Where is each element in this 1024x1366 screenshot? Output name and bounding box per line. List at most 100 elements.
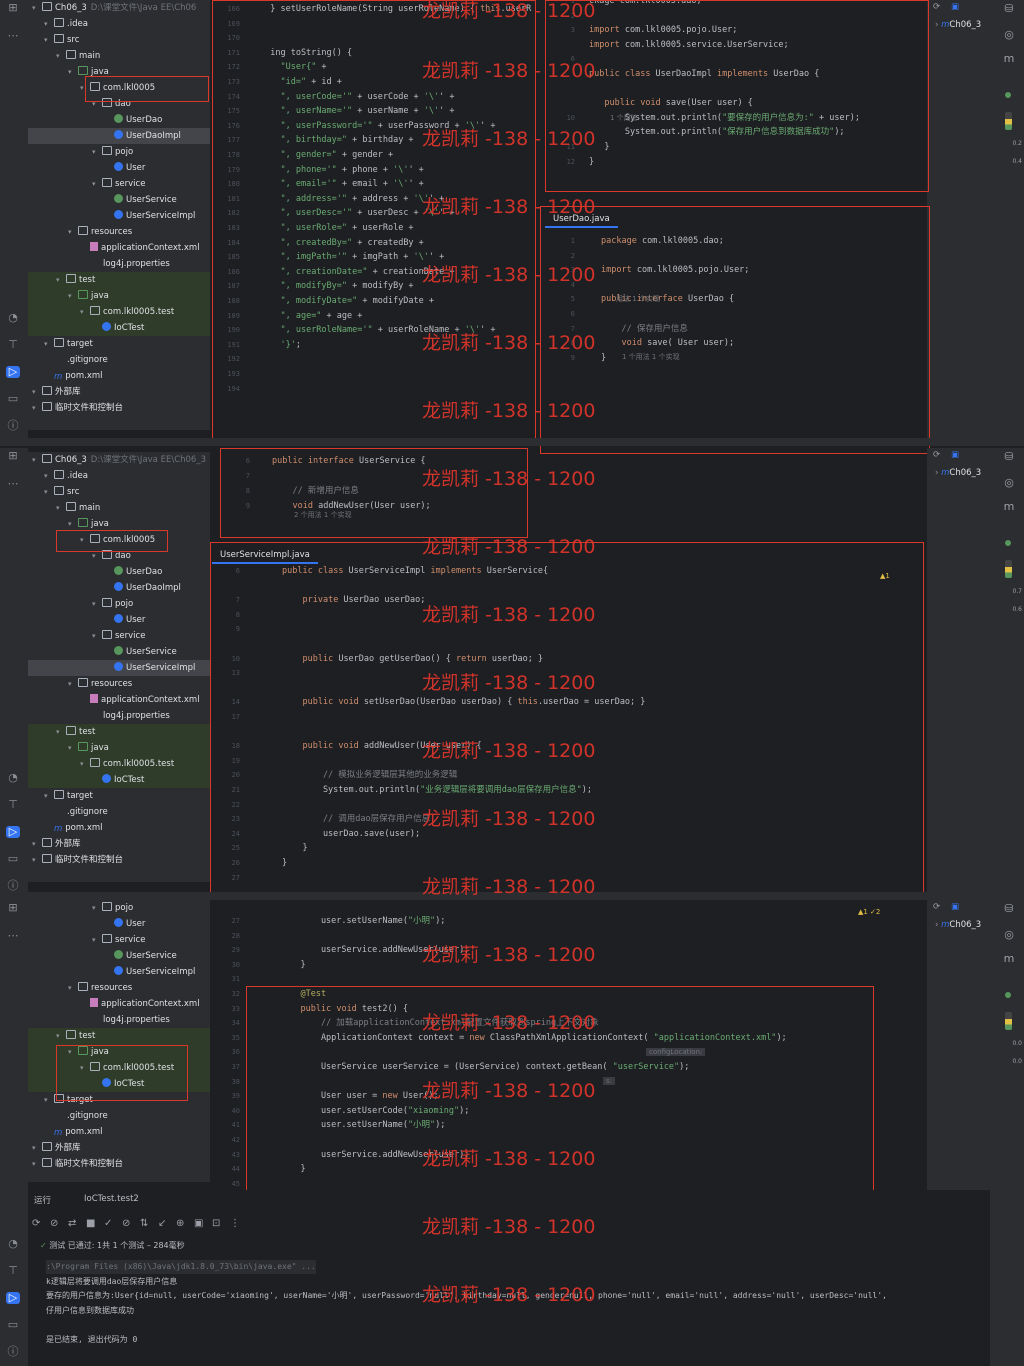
run-tool-icon[interactable]: ⊕ [176,1218,185,1229]
code-line[interactable]: } [601,352,607,363]
code-line[interactable]: System.out.println("业务逻辑层将要调用dao层保存用户信息"… [282,785,593,795]
chevron-icon[interactable]: ▾ [68,68,72,76]
code-line[interactable]: import com.lkl0005.pojo.User; [601,265,750,276]
tree-item[interactable]: ▾java [28,516,210,532]
code-line[interactable]: } [282,843,308,854]
tree-item[interactable]: applicationContext.xml [28,692,210,708]
tree-item[interactable]: .gitignore [28,352,210,368]
code-line[interactable]: public UserDao getUserDao() { return use… [302,653,544,664]
chevron-icon[interactable]: ▾ [80,308,84,316]
code-line[interactable]: ", phone='" + phone + '\'' + [280,164,424,175]
code-line[interactable]: } [280,959,306,970]
structure-icon[interactable]: ⊞ [8,1,18,14]
tree-item[interactable]: ▾临时文件和控制台 [28,852,210,868]
tree-item[interactable]: ▾service [28,932,210,948]
tree-item[interactable]: .gitignore [28,1108,210,1124]
code-line[interactable]: public class UserDaoImpl implements User… [589,69,820,79]
run-tab[interactable]: IoCTest.test2 [84,1194,139,1204]
terminal-icon[interactable]: ▭ [7,1318,19,1331]
code-line[interactable]: ", userPassword='" + userPassword + '\''… [280,120,496,131]
chevron-icon[interactable]: ▾ [56,504,60,512]
tree-item[interactable]: ▾com.lkl0005.test [28,1060,210,1076]
tree-item[interactable]: applicationContext.xml [28,240,210,256]
folder-icon[interactable]: ▣ [951,2,960,12]
tree-item[interactable]: ▾test [28,1028,210,1044]
code-line[interactable]: } [280,1164,306,1175]
tree-item[interactable]: ▾main [28,48,210,64]
folder-icon[interactable]: ▣ [951,902,960,912]
tree-item[interactable]: UserService [28,192,210,208]
run-icon[interactable]: ▷ [6,1292,20,1304]
chevron-icon[interactable]: ▾ [68,1048,72,1056]
chevron-icon[interactable]: ▾ [92,100,96,108]
maven-tool-icon[interactable]: m [1003,500,1015,513]
code-line[interactable]: } [282,858,288,868]
build-icon[interactable]: ⊤ [8,338,18,351]
tree-item[interactable]: log4j.properties [28,708,210,724]
tree-item[interactable]: User [28,612,210,628]
code-line[interactable]: ", createdBy=" + createdBy + [280,237,424,248]
build-icon[interactable]: ⊤ [8,798,18,811]
run-tool-icon[interactable]: ⋮ [230,1218,240,1229]
code-line[interactable]: System.out.println("要保存的用户信息为:" + user); [589,112,860,123]
chevron-icon[interactable]: ▾ [80,760,84,768]
code-line[interactable]: // 模拟业务逻辑层其他的业务逻辑 [322,770,458,781]
database-icon[interactable]: ⛁ [1004,450,1014,463]
more-icon[interactable]: ⋯ [7,929,19,942]
run-tool-icon[interactable]: ▣ [194,1218,204,1229]
tab-userserviceimpl[interactable]: UserServiceImpl.java [212,546,318,564]
code-line[interactable]: public interface UserService { [272,456,426,466]
tree-item[interactable]: ▾pojo [28,144,210,160]
code-line[interactable]: // 保存用户信息 [621,323,688,334]
tree-item[interactable]: ▾src [28,484,210,500]
code-line[interactable]: ckage com.lkl0005.dao; [589,0,702,6]
code-line[interactable]: private UserDao userDao; [302,595,426,606]
refresh-icon[interactable]: ⟳ [933,2,941,12]
maven-module[interactable]: › mCh06_3 [935,468,981,478]
code-line[interactable]: ", userDesc='" + userDesc + '\'' + [280,208,455,219]
tree-item[interactable]: ▾com.lkl0005.test [28,304,210,320]
refresh-icon[interactable]: ⟳ [933,902,941,912]
code-line[interactable]: userDao.save(user); [282,828,421,839]
problems-icon[interactable]: ⓘ [7,419,19,432]
chevron-icon[interactable]: ▾ [56,52,60,60]
tree-item[interactable]: ▾target [28,788,210,804]
chevron-icon[interactable]: ▾ [32,840,36,848]
chevron-icon[interactable]: ▾ [44,20,48,28]
ai-icon[interactable]: ◎ [1004,476,1014,489]
problems-icon[interactable]: ⓘ [7,1345,19,1358]
code-line[interactable]: userService.addNewUser(user); [280,1149,470,1160]
code-line[interactable]: ", userRole=" + userRole + [280,223,414,233]
folder-icon[interactable]: ▣ [951,450,960,460]
code-line[interactable]: ", userName='" + userName + '\'' + [280,106,455,117]
code-line[interactable]: // 加载applicationContext.xml配置文件获取到spring… [320,1018,599,1029]
code-line[interactable]: import com.lkl0005.service.UserService; [589,39,789,50]
tree-item[interactable]: UserService [28,644,210,660]
tree-item[interactable]: User [28,160,210,176]
tree-item[interactable]: UserServiceImpl [28,660,210,676]
tree-item[interactable]: ▾临时文件和控制台 [28,400,210,416]
code-line[interactable]: package com.lkl0005.dao; [601,236,724,246]
code-line[interactable]: userService.addNewUser(user); [280,945,470,956]
run-tool-icon[interactable]: ⊡ [212,1218,221,1229]
run-tool-icon[interactable]: ⇅ [140,1218,149,1229]
code-line[interactable]: void addNewUser(User user); [292,501,431,511]
chevron-icon[interactable]: ▾ [32,1160,36,1168]
tree-item[interactable]: UserDao [28,112,210,128]
chevron-icon[interactable]: ▾ [92,632,96,640]
tab-userdao[interactable]: UserDao.java [545,210,618,228]
tree-item[interactable]: ▾com.lkl0005 [28,80,210,96]
tree-item[interactable]: applicationContext.xml [28,996,210,1012]
maven-tool-icon[interactable]: m [1003,52,1015,65]
run-icon[interactable]: ▷ [6,366,20,378]
chevron-icon[interactable]: › [935,920,942,930]
code-line[interactable]: ing toString() { [260,47,353,58]
chevron-icon[interactable]: ▾ [92,936,96,944]
code-line[interactable]: void save( User user); [621,338,735,349]
chevron-icon[interactable]: ▾ [68,984,72,992]
ai-icon[interactable]: ◎ [1004,28,1014,41]
